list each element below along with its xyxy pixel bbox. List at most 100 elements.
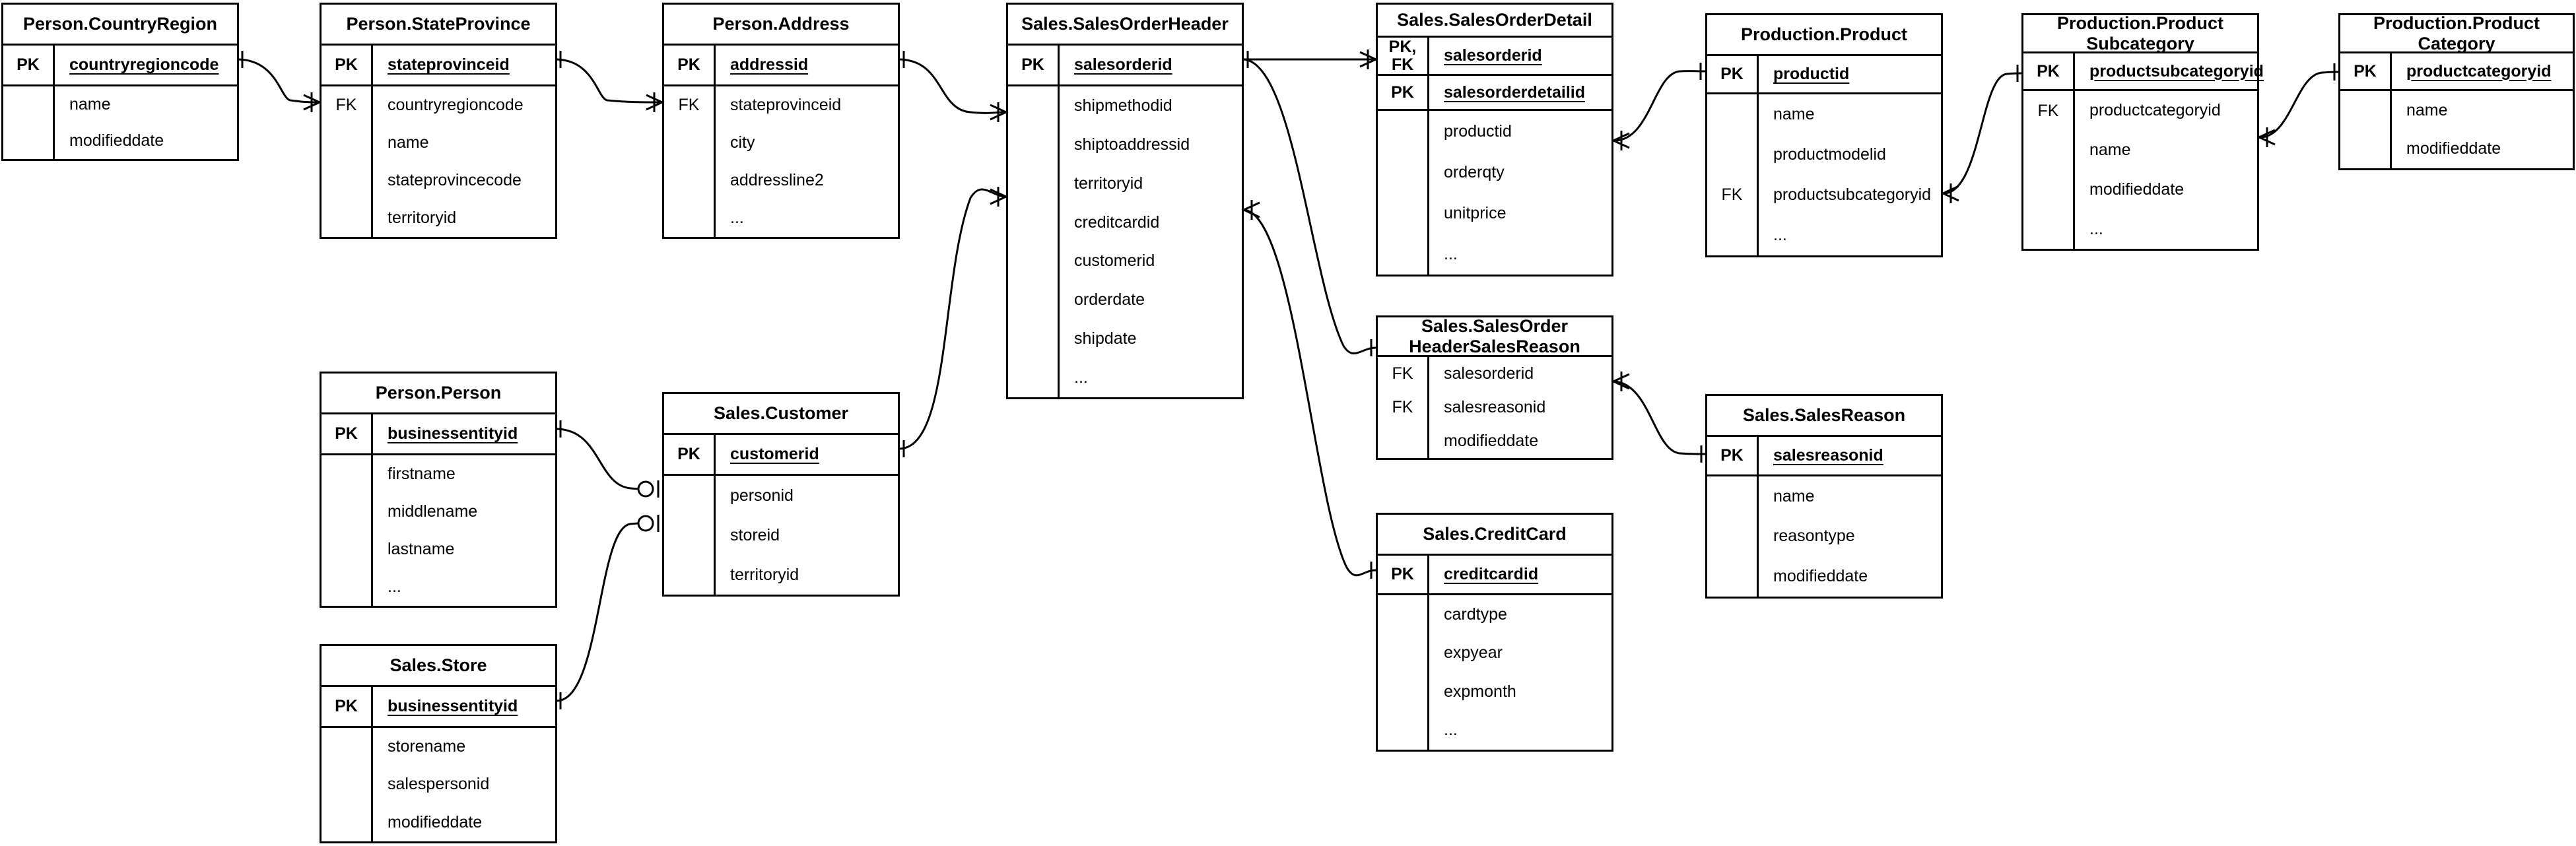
- entity-attribute-row: modifieddate: [1707, 556, 1941, 597]
- key-badge: PK: [322, 414, 373, 453]
- entity-attribute-row: customerid: [1008, 242, 1242, 281]
- key-badge-empty: [664, 124, 716, 162]
- attribute-column-name: modifieddate: [388, 812, 483, 831]
- entity-attribute-row: productid: [1378, 111, 1611, 152]
- foreign-key-badge: FK: [1378, 357, 1429, 391]
- primary-key-column-name: addressid: [730, 55, 809, 74]
- rel-salesorderdetail-product: [1613, 63, 1706, 150]
- entity-title: Sales.SalesOrderDetail: [1378, 5, 1611, 38]
- attribute-column-name: expmonth: [1444, 682, 1516, 701]
- entity-title: Person.Person: [322, 374, 555, 414]
- rel-product-productsubcategory: [1942, 65, 2022, 203]
- entity-attribute-row: ...: [1008, 358, 1242, 397]
- primary-key-column-name: stateprovinceid: [388, 55, 510, 74]
- entity-title: Sales.CreditCard: [1378, 515, 1611, 556]
- primary-key-column-name: creditcardid: [1444, 565, 1539, 583]
- primary-key-column-name: productsubcategoryid: [2089, 61, 2264, 81]
- rel-sohsalesreason-salesreason: [1613, 372, 1706, 463]
- entity-attribute-row: name: [2023, 130, 2257, 170]
- attribute-column-name: name: [1773, 486, 1815, 505]
- key-badge-empty: [322, 728, 373, 766]
- primary-key-column-name: customerid: [730, 445, 819, 463]
- attribute-column-name: ...: [388, 577, 401, 596]
- key-badge-empty: [1378, 595, 1429, 634]
- key-badge: PK: [1378, 76, 1429, 109]
- key-badge-empty: [322, 493, 373, 531]
- rel-productsubcategory-productcategory: [2258, 63, 2339, 147]
- entity-attribute-row: productmodelid: [1707, 135, 1941, 175]
- entity-attribute-row: salespersonid: [322, 765, 555, 804]
- key-badge-empty: [1008, 164, 1060, 203]
- entity-attribute-row: name: [322, 124, 555, 162]
- key-badge-empty: [1378, 234, 1429, 275]
- entity-title: Sales.Store: [322, 646, 555, 687]
- attribute-column-name: shiptoaddressid: [1074, 135, 1190, 154]
- key-badge: PK: [1707, 437, 1759, 474]
- attribute-column-name: stateprovincecode: [388, 171, 522, 189]
- attribute-column-name: productid: [1444, 121, 1512, 141]
- entity-attribute-row: modifieddate: [2023, 170, 2257, 210]
- attribute-column-name: name: [1773, 105, 1815, 123]
- key-badge-empty: [664, 515, 716, 555]
- attribute-column-name: city: [730, 133, 755, 152]
- entity-attribute-row: shipdate: [1008, 319, 1242, 359]
- entity-attribute-row: reasontype: [1707, 516, 1941, 557]
- entity-attribute-row: name: [3, 86, 237, 123]
- key-badge-empty: [664, 199, 716, 237]
- attribute-column-name: modifieddate: [69, 131, 164, 150]
- attribute-column-name: customerid: [1074, 251, 1155, 271]
- entity-title: Production.Product Subcategory: [2023, 13, 2257, 53]
- foreign-key-badge: FK: [322, 86, 373, 124]
- entity-title: Sales.Customer: [664, 394, 898, 435]
- entity-attribute-row: unitprice: [1378, 193, 1611, 234]
- entity-title: Person.CountryRegion: [3, 5, 237, 46]
- foreign-key-badge: FK: [1707, 175, 1759, 215]
- key-badge-empty: [1707, 556, 1759, 597]
- attribute-column-name: modifieddate: [2089, 179, 2185, 199]
- entity-attribute-row: ...: [1707, 215, 1941, 255]
- entity-attribute-row: middlename: [322, 493, 555, 531]
- primary-key-column-name: countryregioncode: [69, 55, 219, 74]
- entity-attribute-list: name modifieddate: [3, 86, 237, 159]
- entity-attribute-row: shipmethodid: [1008, 86, 1242, 125]
- entity-attribute-row: ...: [1378, 711, 1611, 750]
- attribute-column-name: stateprovinceid: [730, 96, 842, 114]
- key-badge-empty: [1378, 424, 1429, 458]
- key-badge-empty: [322, 455, 373, 493]
- key-badge-empty: [322, 199, 373, 237]
- attribute-column-name: ...: [730, 209, 744, 227]
- attribute-column-name: orderqty: [1444, 162, 1505, 181]
- key-badge: PK: [2340, 53, 2392, 89]
- attribute-column-name: addressline2: [730, 171, 824, 189]
- entity-attribute-row: name: [2340, 91, 2573, 130]
- entity-attribute-row: cardtype: [1378, 595, 1611, 634]
- attribute-column-name: productsubcategoryid: [1773, 185, 1932, 204]
- attribute-column-name: territoryid: [730, 565, 799, 584]
- rel-salesorderheader-sohsalesreason: [1243, 58, 1376, 356]
- entity-title: Person.StateProvince: [322, 5, 555, 46]
